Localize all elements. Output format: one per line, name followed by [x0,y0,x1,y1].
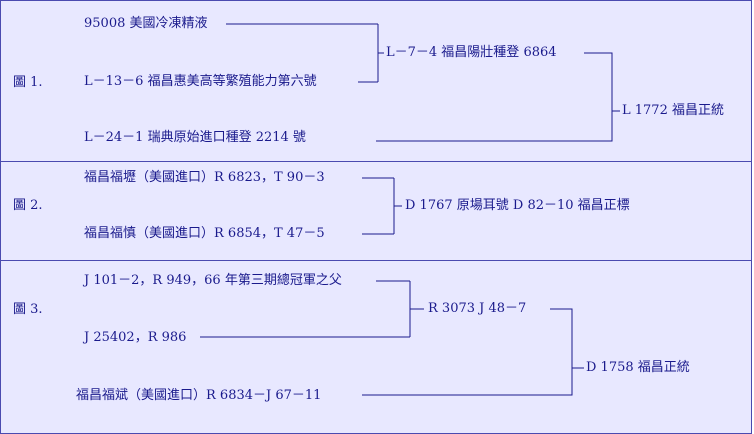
fig1-dam-b: L－24－1 瑞典原始進口種登 2214 號 [84,130,306,145]
figure-2-label: 圖 2. [13,198,43,213]
fig3-parent-a: J 101－2，R 949，66 年第三期總冠軍之父 [84,273,342,288]
fig2-parent-b: 福昌福慎（美國進口）R 6854，T 47－5 [84,226,325,241]
fig3-offspring-a: R 3073 J 48－7 [428,301,527,316]
fig1-dam-a: L－13－6 福昌惠美高等繁殖能力第六號 [84,74,317,89]
fig3-offspring-final: D 1758 福昌正統 [586,360,690,375]
fig1-offspring-a: L－7－4 福昌陽壯種登 6864 [386,45,557,60]
fig2-offspring: D 1767 原場耳號 D 82－10 福昌正標 [405,198,630,213]
figure-1-label: 圖 1. [13,75,43,90]
fig2-parent-a: 福昌福壢（美國進口）R 6823，T 90－3 [84,170,325,185]
figure-3-label: 圖 3. [13,302,43,317]
fig1-sire-a: 95008 美國冷凍精液 [84,16,208,31]
fig3-parent-c: 福昌福斌（美國進口）R 6834－J 67－11 [76,388,322,403]
fig1-offspring-final: L 1772 福昌正統 [622,103,724,118]
fig3-parent-b: J 25402，R 986 [84,330,187,345]
